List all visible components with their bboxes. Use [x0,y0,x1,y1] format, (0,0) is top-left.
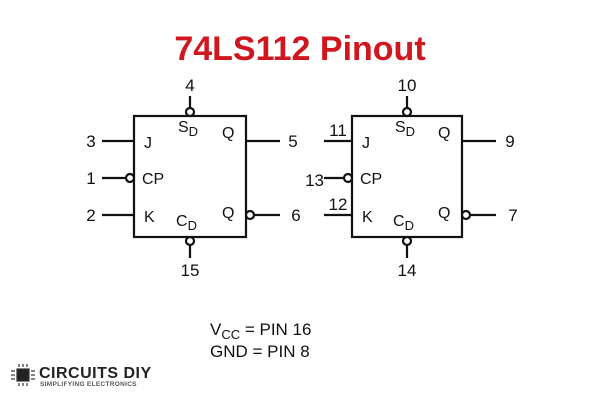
label-cp: CP [142,171,164,188]
pin-qbar: 6 [291,206,300,225]
label-sd: SD [395,119,415,139]
gnd-note: GND = PIN 8 [210,342,310,361]
label-q: Q [438,125,450,142]
label-q: Q [222,125,234,142]
pin-cd: 14 [398,261,417,280]
pin-sd: 10 [398,76,417,95]
flipflop-1-labels: 4 15 3 1 2 5 6 J CP K Q Q SD CD [86,76,300,280]
label-sd: SD [178,119,198,139]
pin-k: 12 [329,195,348,214]
chip-icon [11,364,35,386]
label-j: J [362,135,370,152]
page-title: 74LS112 Pinout [174,30,425,68]
pin-k: 2 [86,206,95,225]
vcc-note: VCC = PIN 16 [210,320,311,342]
pin-sd: 4 [185,76,194,95]
pin-j: 3 [86,132,95,151]
pin-cd: 15 [181,261,200,280]
flipflop-2 [324,96,496,258]
pin-q: 9 [505,132,514,151]
flipflop-1 [102,96,280,258]
logo-tagline: SIMPLIFYING ELECTRONICS [40,381,137,388]
pin-j: 11 [329,121,347,140]
pin-cp: 13 [305,171,324,190]
logo-name: CIRCUITS DIY [39,365,152,382]
pin-q: 5 [288,132,297,151]
label-k: K [144,209,155,226]
label-cd: CD [176,213,197,233]
circuits-diy-logo: CIRCUITS DIY SIMPLIFYING ELECTRONICS [11,364,152,388]
label-k: K [362,209,373,226]
label-qbar: Q [222,205,234,222]
pin-qbar: 7 [508,206,517,225]
label-j: J [144,135,152,152]
label-cd: CD [393,213,414,233]
label-qbar: Q [438,205,450,222]
flipflop-2-labels: 10 14 11 13 12 9 7 J CP K Q Q SD CD [305,76,518,280]
pin-cp: 1 [86,169,95,188]
label-cp: CP [360,171,382,188]
